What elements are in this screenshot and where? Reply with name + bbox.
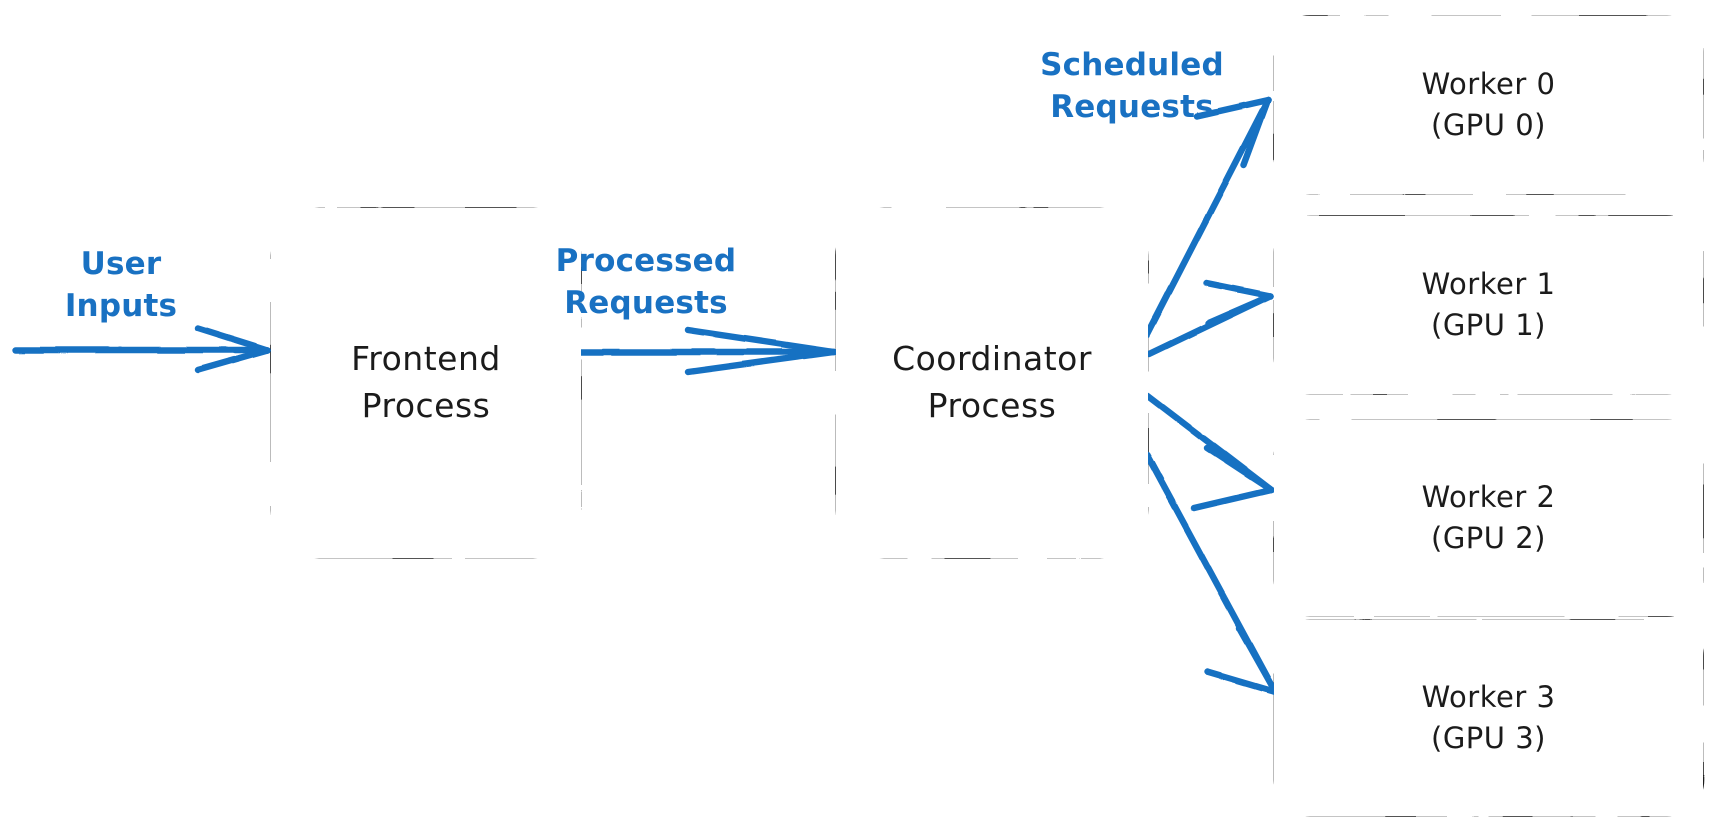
arrow-user-to-frontend (11, 324, 272, 374)
node-coordinator-process-line-1: Coordinator (892, 339, 1092, 379)
edge-label-processed-requests-line-2: Requests (564, 285, 728, 322)
node-worker-2-line-2: (GPU 2) (1431, 521, 1546, 555)
arrow-coordinator-to-worker-3 (1143, 451, 1279, 696)
edge-label-user-inputs-line-1: User (80, 246, 162, 282)
node-worker-1[interactable]: Worker 1 (GPU 1) (1274, 216, 1703, 394)
node-worker-3[interactable]: Worker 3 (GPU 3) (1274, 620, 1703, 816)
arrow-coordinator-to-worker-0 (1143, 96, 1272, 339)
arrow-coordinator-to-worker-1 (1145, 279, 1274, 358)
node-worker-0-line-1: Worker 0 (1421, 66, 1556, 101)
node-worker-1-line-2: (GPU 1) (1431, 308, 1546, 342)
node-worker-0-line-2: (GPU 0) (1431, 108, 1546, 142)
edge-label-user-inputs-line-2: Inputs (64, 288, 178, 325)
node-worker-1-line-1: Worker 1 (1421, 266, 1556, 301)
arrow-coordinator-to-worker-2 (1144, 392, 1275, 512)
node-frontend-process[interactable]: Frontend Process (271, 208, 581, 558)
node-worker-0[interactable]: Worker 0 (GPU 0) (1274, 16, 1703, 194)
edge-label-scheduled-requests: Scheduled Requests (1030, 44, 1234, 128)
node-worker-3-line-2: (GPU 3) (1431, 721, 1546, 755)
node-frontend-process-line-1: Frontend (351, 339, 501, 379)
node-coordinator-process[interactable]: Coordinator Process (836, 208, 1148, 558)
edge-label-scheduled-requests-line-1: Scheduled (1040, 47, 1224, 83)
node-frontend-process-line-2: Process (361, 386, 491, 425)
edge-label-user-inputs: User Inputs (36, 243, 206, 327)
edge-label-processed-requests: Processed Requests (538, 240, 754, 324)
edge-label-processed-requests-line-1: Processed (555, 243, 737, 279)
edge-label-scheduled-requests-line-2: Requests (1050, 89, 1214, 126)
node-coordinator-process-line-2: Process (927, 386, 1057, 425)
node-worker-2-line-1: Worker 2 (1421, 479, 1556, 514)
node-worker-2[interactable]: Worker 2 (GPU 2) (1274, 420, 1703, 616)
node-worker-3-line-1: Worker 3 (1421, 679, 1556, 714)
